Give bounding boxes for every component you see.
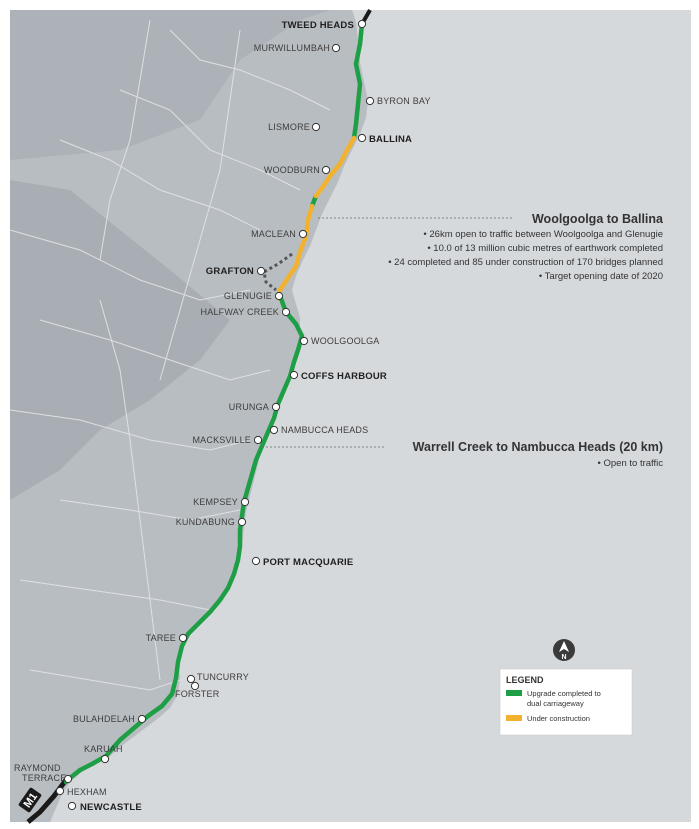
town-label-woodburn: WOODBURN xyxy=(264,165,320,175)
town-marker xyxy=(256,266,266,276)
annotation-line: • 24 completed and 85 under construction… xyxy=(388,257,663,268)
north-arrow-label: N xyxy=(561,654,566,661)
annotation-warrell-creek: Warrell Creek to Nambucca Heads (20 km) … xyxy=(413,440,664,469)
town-label-macksville: MACKSVILLE xyxy=(192,435,251,445)
annotation-title: Woolgoolga to Ballina xyxy=(532,212,664,226)
legend-label-construction: Under construction xyxy=(527,714,590,723)
town-marker xyxy=(55,786,65,796)
town-marker xyxy=(178,633,188,643)
annotation-line: • 26km open to traffic between Woolgoolg… xyxy=(423,229,663,240)
legend-swatch-completed xyxy=(506,690,522,696)
town-marker xyxy=(365,96,375,106)
town-marker xyxy=(63,774,73,784)
town-marker xyxy=(311,122,321,132)
town-label-woolgoolga: WOOLGOOLGA xyxy=(311,336,380,346)
town-markers: TWEED HEADS MURWILLUMBAH BYRON BAY LISMO… xyxy=(14,19,431,813)
annotation-line: • 10.0 of 13 million cubic metres of ear… xyxy=(427,243,663,254)
town-label-kempsey: KEMPSEY xyxy=(193,497,238,507)
town-label-ballina: BALLINA xyxy=(369,134,412,145)
legend-swatch-construction xyxy=(506,715,522,721)
town-marker xyxy=(190,681,200,691)
town-label-bulahdelah: BULAHDELAH xyxy=(73,714,135,724)
town-label-kundabung: KUNDABUNG xyxy=(176,517,235,527)
inland-region-2 xyxy=(10,180,230,500)
town-label-urunga: URUNGA xyxy=(229,402,269,412)
town-marker xyxy=(289,370,299,380)
town-label-hexham: HEXHAM xyxy=(67,787,107,797)
town-marker xyxy=(281,307,291,317)
town-marker xyxy=(357,133,367,143)
town-label-byron-bay: BYRON BAY xyxy=(377,96,431,106)
town-label-port-macquarie: PORT MACQUARIE xyxy=(263,557,353,568)
town-marker xyxy=(100,754,110,764)
town-marker xyxy=(251,556,261,566)
town-marker xyxy=(271,402,281,412)
legend: LEGEND Upgrade completed to dual carriag… xyxy=(499,668,633,736)
annotation-line: • Open to traffic xyxy=(598,458,664,469)
legend-label-completed-2: dual carriageway xyxy=(527,699,584,708)
inland-region xyxy=(10,10,330,160)
town-marker xyxy=(67,801,77,811)
town-label-tweed-heads: TWEED HEADS xyxy=(282,20,354,31)
town-label-maclean: MACLEAN xyxy=(251,229,296,239)
town-marker xyxy=(299,336,309,346)
town-marker xyxy=(240,497,250,507)
town-label-lismore: LISMORE xyxy=(268,122,310,132)
region-boundaries xyxy=(9,19,331,691)
town-marker xyxy=(269,425,279,435)
legend-box xyxy=(499,668,633,736)
annotation-line: • Target opening date of 2020 xyxy=(539,271,663,282)
town-marker xyxy=(331,43,341,53)
town-marker xyxy=(237,517,247,527)
town-label-karuah: KARUAH xyxy=(84,744,123,754)
town-label-tuncurry: TUNCURRY xyxy=(197,672,249,682)
town-label-grafton: GRAFTON xyxy=(206,266,254,277)
town-marker xyxy=(274,291,284,301)
town-label-halfway-creek: HALFWAY CREEK xyxy=(201,307,279,317)
town-marker xyxy=(298,229,308,239)
town-marker xyxy=(137,714,147,724)
legend-title: LEGEND xyxy=(506,675,544,685)
town-label-terrace: TERRACE xyxy=(22,773,66,783)
town-label-taree: TAREE xyxy=(146,633,176,643)
route-under-construction xyxy=(275,135,357,301)
town-marker xyxy=(186,674,196,684)
town-label-forster: FORSTER xyxy=(175,689,220,699)
legend-label-completed-1: Upgrade completed to xyxy=(527,689,601,698)
town-label-glenugie: GLENUGIE xyxy=(224,291,272,301)
town-marker xyxy=(253,435,263,445)
town-label-raymond: RAYMOND xyxy=(14,763,61,773)
town-marker xyxy=(321,165,331,175)
annotation-woolgoolga-ballina: Woolgoolga to Ballina • 26km open to tra… xyxy=(388,212,664,282)
land-mass xyxy=(10,10,368,822)
town-label-coffs-harbour: COFFS HARBOUR xyxy=(301,371,387,382)
town-label-nambucca-heads: NAMBUCCA HEADS xyxy=(281,425,368,435)
town-label-murwillumbah: MURWILLUMBAH xyxy=(254,43,330,53)
annotation-title: Warrell Creek to Nambucca Heads (20 km) xyxy=(413,440,663,454)
town-label-newcastle: NEWCASTLE xyxy=(80,802,142,813)
town-marker xyxy=(357,19,367,29)
north-arrow: N xyxy=(553,639,575,661)
